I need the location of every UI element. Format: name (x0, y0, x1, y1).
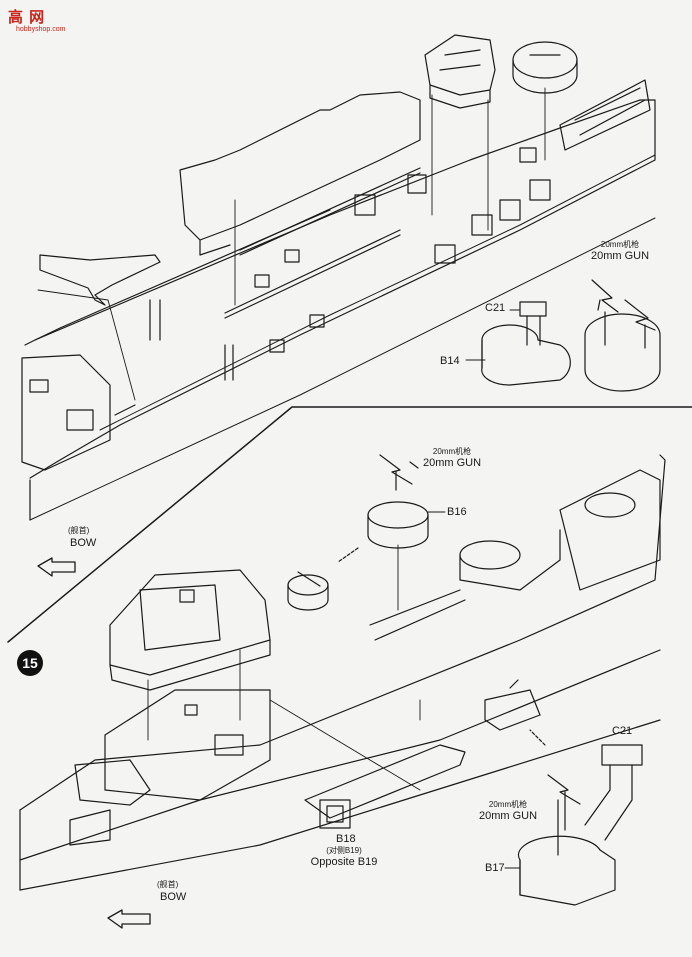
upper-b14-label: B14 (440, 355, 460, 367)
lower-bow-arrow (107, 909, 151, 929)
upper-b14-tub (481, 301, 571, 386)
lower-opposite-label-en: Opposite B19 (310, 856, 378, 868)
lower-small-tub (287, 571, 329, 611)
upper-deck-parts (149, 147, 551, 381)
upper-gun-label-cn: 20mm机枪 (600, 240, 640, 249)
lower-b18-label: B18 (336, 833, 356, 845)
lower-dash-arrow-2 (529, 729, 546, 746)
lower-right-parts (484, 679, 643, 841)
upper-hull (21, 91, 656, 521)
upper-guide-lines (37, 87, 546, 401)
lower-hull (19, 454, 666, 891)
upper-bow-arrow (37, 557, 76, 577)
lower-gun-top-label-en: 20mm GUN (422, 457, 482, 469)
watermark-url: hobbyshop.com (16, 26, 66, 33)
lower-turret-group (369, 469, 661, 641)
lower-bridge (69, 689, 271, 846)
lower-guide-lines (147, 544, 421, 791)
lower-b16-label: B16 (447, 506, 467, 518)
upper-bow-label-en: BOW (70, 537, 97, 549)
panel-divider (7, 406, 692, 643)
lower-bow-label-en: BOW (160, 891, 187, 903)
lower-c21-label: C21 (612, 725, 633, 737)
lower-opposite-label-cn: (对侧B19) (326, 846, 362, 855)
lower-b17-tub (517, 774, 616, 906)
lower-b17-label: B17 (485, 862, 505, 874)
lower-gun-bottom-label-cn: 20mm机枪 (488, 800, 528, 809)
lower-bow-label-cn: (舰首) (157, 880, 179, 889)
upper-aft-guns (559, 79, 651, 151)
lower-gun-bottom-label-en: 20mm GUN (478, 810, 538, 822)
upper-bow-label-cn: (舰首) (68, 526, 90, 535)
watermark-logo: 高 网 (8, 9, 46, 26)
upper-turret-a (424, 34, 496, 109)
upper-turret-b (512, 41, 578, 94)
lower-b18-part (319, 799, 351, 829)
upper-gun-label-en: 20mm GUN (590, 250, 650, 262)
upper-c21-label: C21 (485, 302, 506, 314)
lower-superstructure (109, 569, 271, 691)
step-number-badge: 15 (17, 650, 43, 676)
lower-gun-top-label-cn: 20mm机枪 (432, 447, 472, 456)
upper-gun-tub (584, 279, 661, 392)
lower-dash-arrow-1 (337, 547, 359, 563)
